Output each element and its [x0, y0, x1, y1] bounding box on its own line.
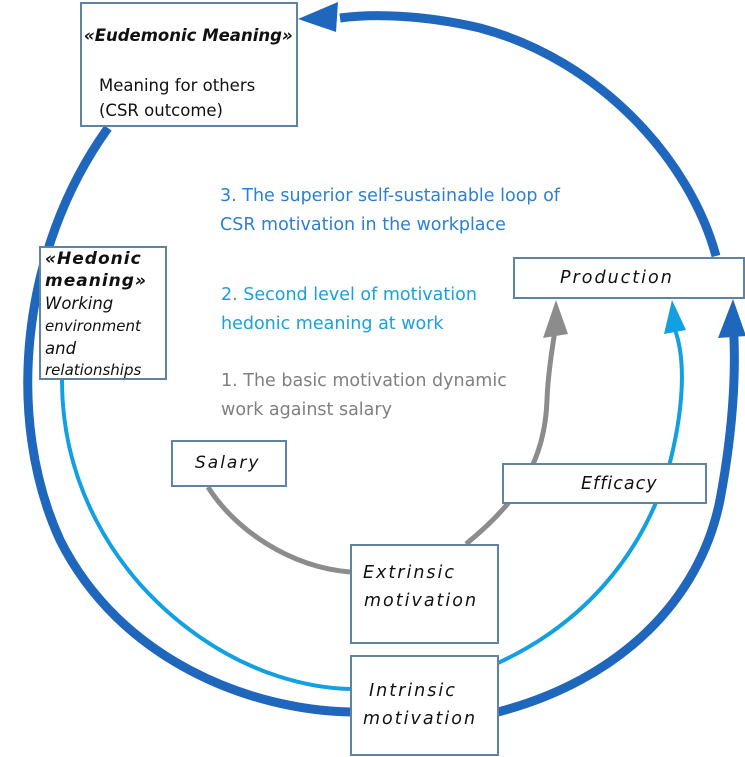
outer-loop-top-arc — [339, 11, 721, 258]
level3-caption-line2: CSR motivation in the workplace — [220, 215, 506, 235]
extrinsic-line1: Extrinsic — [363, 563, 457, 583]
level3-caption-line1: 3. The superior self-sustainable loop of — [220, 186, 560, 206]
salary-box: Salary — [171, 440, 287, 487]
level2-caption: 2. Second level of motivation hedonic me… — [221, 281, 477, 339]
extrinsic-line2: motivation — [364, 591, 479, 611]
middle-loop-arrowhead-production — [664, 300, 686, 334]
inner-loop-arrowhead-production — [543, 300, 568, 338]
eudemonic-meaning-box: «Eudemonic Meaning» Meaning for others (… — [80, 2, 298, 127]
middle-loop-left-arc — [60, 379, 351, 691]
inner-loop-arc — [205, 485, 351, 575]
outer-loop-arrowhead-eudemonic — [298, 2, 338, 32]
outer-loop-right-arc — [496, 321, 739, 717]
eudemonic-line1: Meaning for others — [99, 76, 256, 95]
level3-caption: 3. The superior self-sustainable loop of… — [220, 182, 560, 240]
eudemonic-title: «Eudemonic Meaning» — [84, 26, 293, 45]
inner-loop-right-arc — [464, 329, 558, 546]
production-box: Production — [513, 257, 745, 299]
hedonic-title-line2: meaning» — [45, 271, 147, 291]
outer-loop-arrowhead-production — [718, 299, 745, 338]
hedonic-title-line1: «Hedonic — [45, 249, 142, 269]
extrinsic-motivation-box: Extrinsic motivation — [350, 544, 499, 644]
hedonic-line2: environment — [45, 317, 141, 335]
hedonic-line1: Working — [45, 294, 114, 313]
efficacy-label: Efficacy — [581, 474, 658, 494]
efficacy-box: Efficacy — [502, 463, 707, 504]
intrinsic-line2: motivation — [363, 709, 478, 729]
salary-label: Salary — [195, 453, 261, 473]
level1-caption: 1. The basic motivation dynamic work aga… — [221, 367, 507, 425]
hedonic-line4: relationships — [45, 361, 142, 379]
intrinsic-line1: Intrinsic — [369, 681, 457, 701]
level1-caption-line2: work against salary — [221, 400, 392, 420]
level2-caption-line1: 2. Second level of motivation — [221, 285, 477, 305]
hedonic-line3: and — [45, 339, 77, 358]
intrinsic-motivation-box: Intrinsic motivation — [350, 655, 499, 756]
eudemonic-line2: (CSR outcome) — [99, 101, 223, 120]
level1-caption-line1: 1. The basic motivation dynamic — [221, 371, 507, 391]
production-label: Production — [560, 268, 674, 288]
level2-caption-line2: hedonic meaning at work — [221, 314, 444, 334]
hedonic-meaning-box: «Hedonic meaning» Working environment an… — [39, 246, 167, 380]
